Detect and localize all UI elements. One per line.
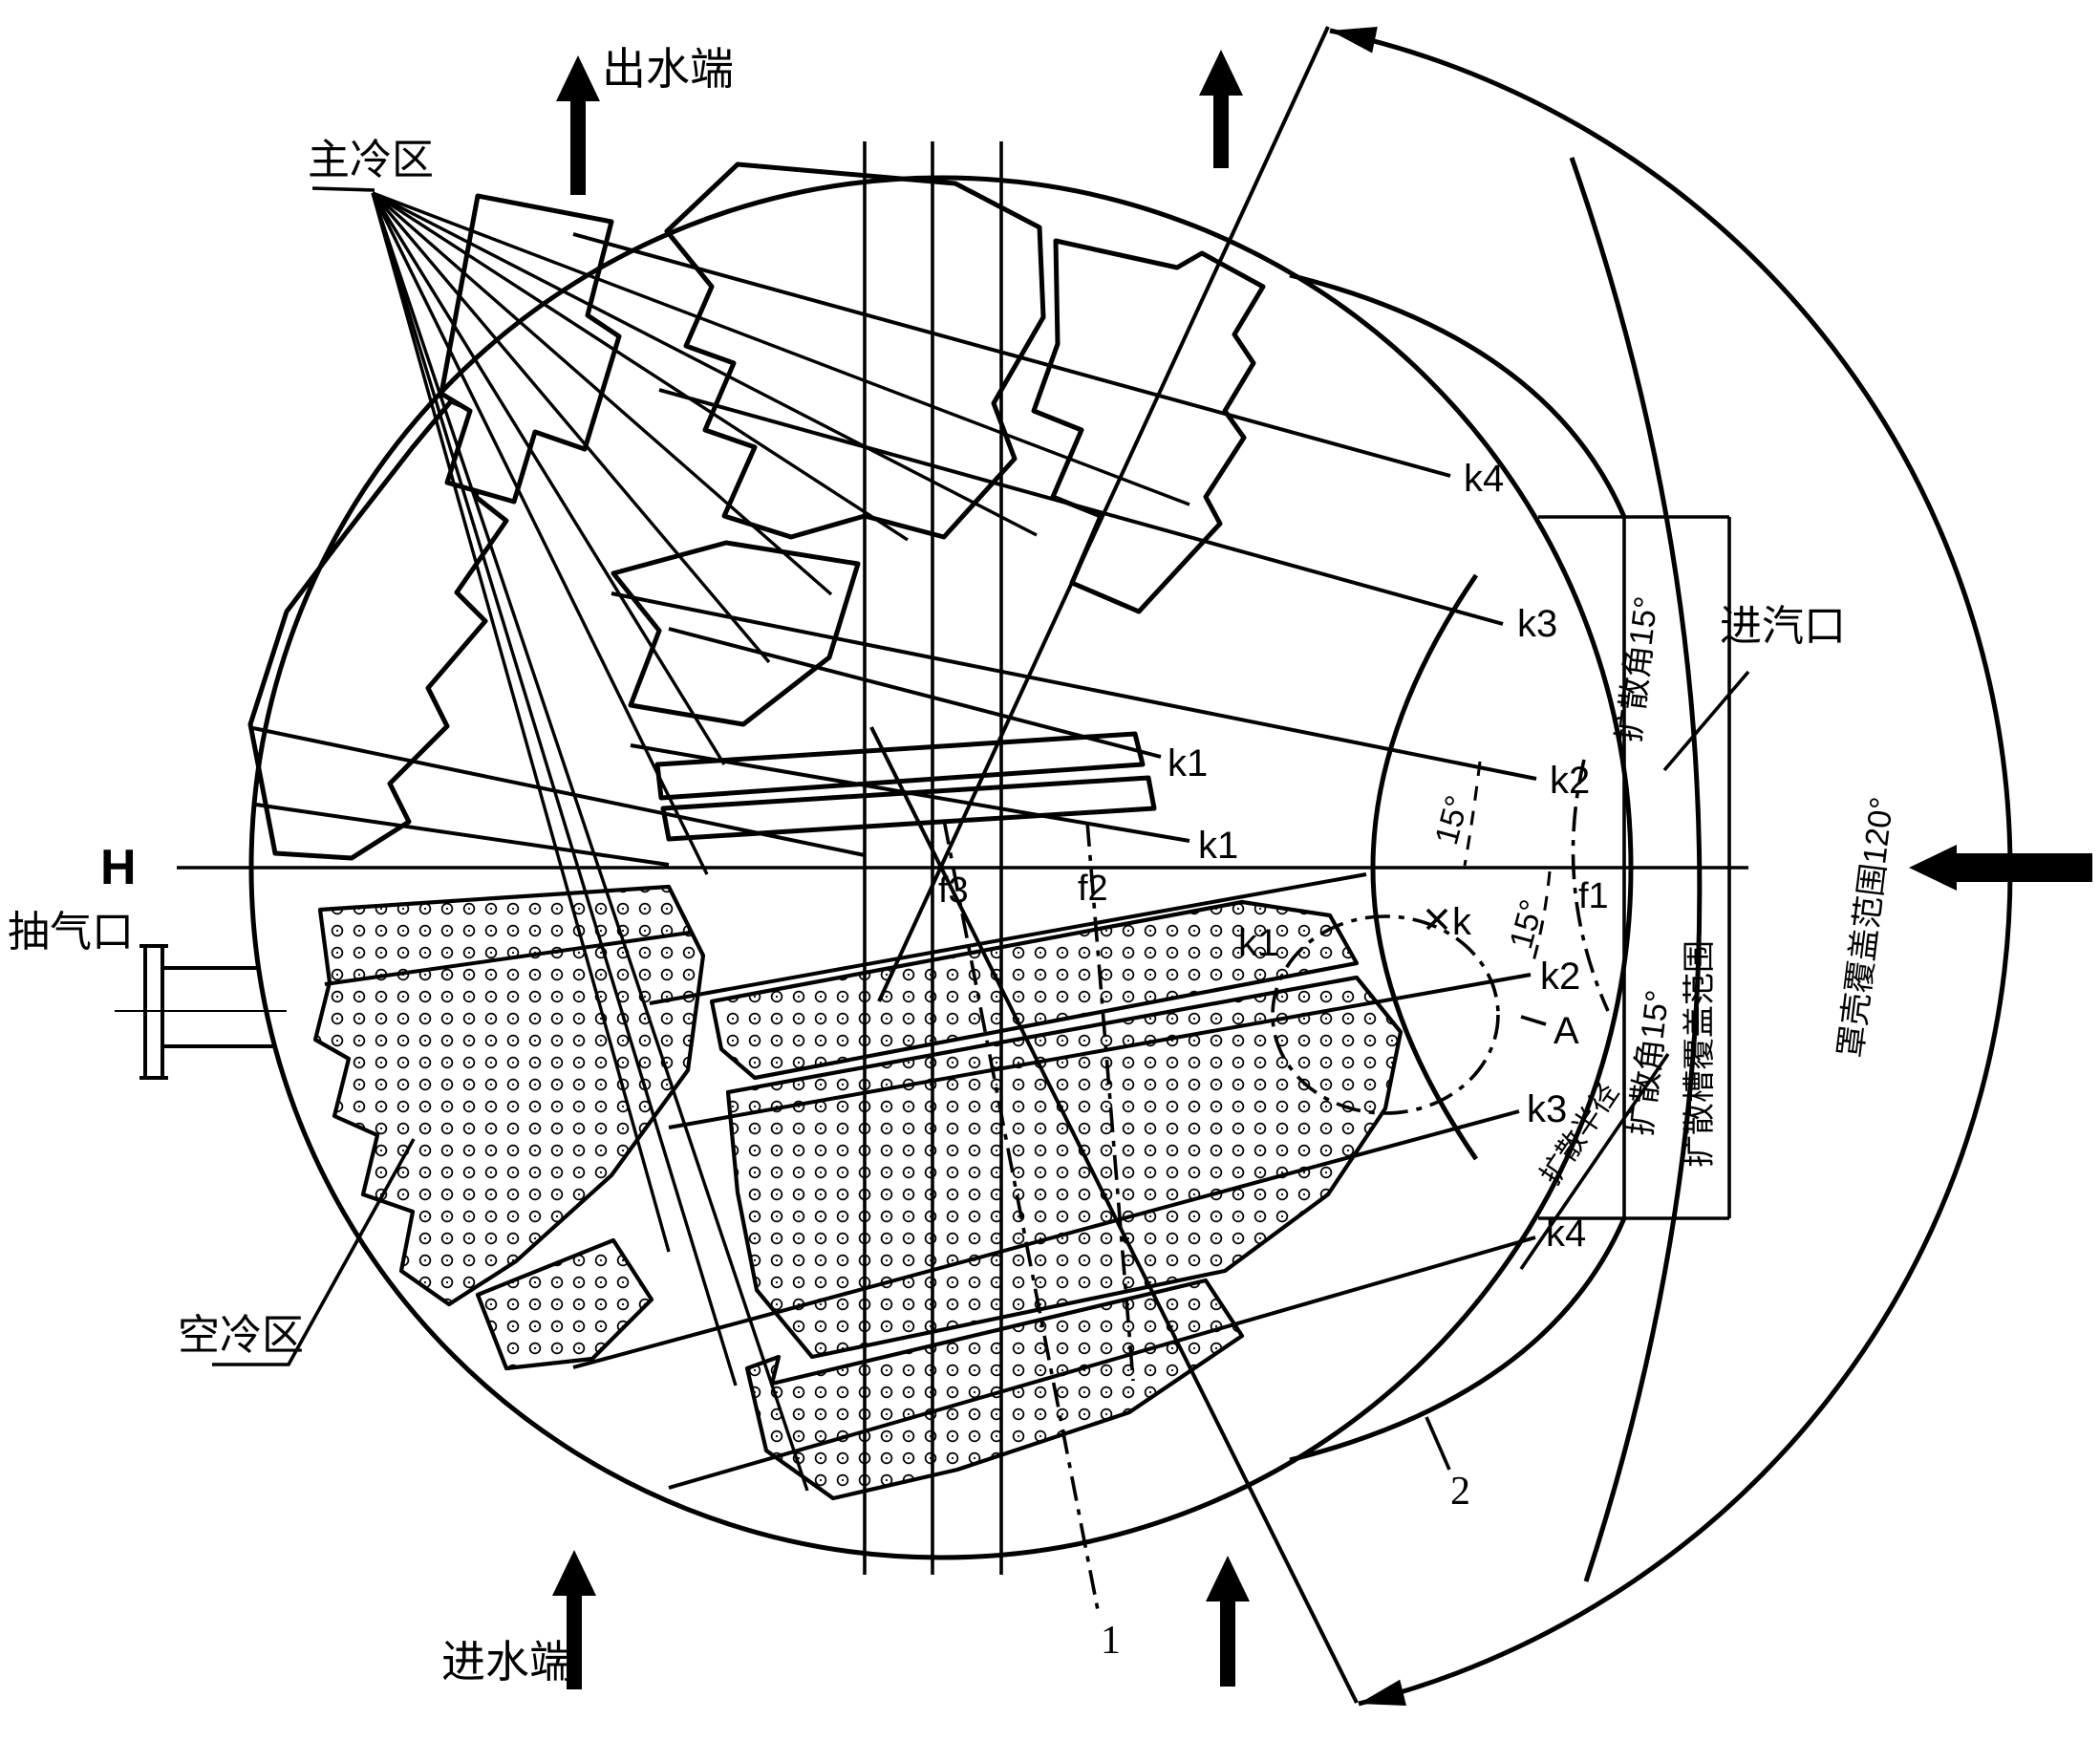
air-cooling-leader xyxy=(212,1138,416,1366)
air-cooling-label: 空冷区 xyxy=(178,1312,304,1359)
label-part-1: 1 xyxy=(1101,1619,1121,1663)
part2-leader xyxy=(1425,1416,1451,1471)
bundle-air-cooling xyxy=(312,884,706,1307)
label-k4-upper: k4 xyxy=(1464,458,1504,500)
label-k3-upper: k3 xyxy=(1517,603,1557,645)
lane-left-b xyxy=(255,803,670,867)
steam-inlet-structure xyxy=(869,26,2013,1707)
label-k1-b: k1 xyxy=(1198,825,1238,867)
lane-k2-lower xyxy=(668,973,1532,1129)
label-k-circle: k xyxy=(1452,901,1472,943)
f2-line xyxy=(1085,821,1135,1382)
bundle-lower-right-strip xyxy=(709,899,1360,1081)
diffusion-radius-line xyxy=(1519,1052,1670,1271)
arc-arrowhead-bottom xyxy=(1359,1679,1406,1706)
flow-arrow-left-steam xyxy=(1909,845,2092,891)
inlet-bottom-label: 进水端 xyxy=(441,1637,573,1687)
upper-main-cooling-bundles xyxy=(247,161,1266,861)
lane-k2-upper xyxy=(611,591,1537,781)
shell-coverage-label: 罩壳覆盖范围120° xyxy=(1832,795,1900,1060)
lane-left-a xyxy=(252,726,866,857)
extraction-port-label: 抽气口 xyxy=(8,909,134,956)
a-point-dash xyxy=(1520,1015,1547,1026)
steam-inlet-label: 进汽口 xyxy=(1720,603,1846,650)
flow-arrow-up-bottom-left xyxy=(552,1550,596,1689)
flow-arrow-up-top-left xyxy=(556,55,600,195)
label-a-point: A xyxy=(1554,1010,1579,1052)
diffusion-angle-upper: 扩散角15° xyxy=(1611,594,1664,744)
label-f2: f2 xyxy=(1078,869,1108,909)
upper-diffuser-wall xyxy=(1289,272,1627,518)
bundle-lower-left-small xyxy=(475,1237,654,1371)
flow-arrows xyxy=(552,50,2092,1689)
lane-k1-a xyxy=(668,627,1162,759)
steam-inlet-leader xyxy=(1662,670,1750,772)
lower-diffuser-wall xyxy=(1289,1217,1627,1463)
dim-15-lower: 15° xyxy=(1503,896,1551,954)
label-k2-upper: k2 xyxy=(1550,760,1590,802)
bundle-waist-arc xyxy=(1370,573,1479,1161)
lower-tubed-bundles xyxy=(312,884,1404,1501)
label-k1-a: k1 xyxy=(1168,742,1208,785)
diffusion-angle-lower: 扩散角15° xyxy=(1622,988,1676,1138)
main-cooling-underline xyxy=(311,186,375,192)
diffuser-slot-box xyxy=(1538,515,1731,1220)
label-f3: f3 xyxy=(938,870,969,911)
bundle-lower-right-bottom xyxy=(744,1278,1245,1501)
label-part-2: 2 xyxy=(1450,1470,1470,1514)
label-k1-c: k1 xyxy=(1238,922,1278,964)
main-cooling-label: 主冷区 xyxy=(308,137,434,183)
dim-arc-15-lower xyxy=(1530,870,1552,969)
f3-line xyxy=(942,819,1101,1616)
flow-arrow-up-bottom-right xyxy=(1206,1556,1250,1687)
label-k4-lower: k4 xyxy=(1546,1213,1586,1255)
main-cooling-fan-lines xyxy=(311,186,1190,1492)
lane-k4-lower xyxy=(668,1236,1536,1490)
label-f1: f1 xyxy=(1578,876,1609,916)
label-k2-lower: k2 xyxy=(1540,956,1580,998)
x-marker xyxy=(1425,908,1448,931)
lane-k4-upper xyxy=(572,232,1451,478)
outlet-top-label: 出水端 xyxy=(602,44,734,94)
label-k3-lower: k3 xyxy=(1527,1088,1567,1130)
bundle-upper-right-stair xyxy=(1031,238,1266,614)
sector-edge-lower xyxy=(869,726,1359,1704)
lane-k3-upper xyxy=(658,388,1504,626)
dim-arc-15-upper xyxy=(1463,761,1482,867)
bundle-upper-mid-small xyxy=(611,540,861,727)
arc-arrowhead-top xyxy=(1330,27,1378,54)
lane-k3-lower xyxy=(572,1109,1520,1369)
k-circulation-circle xyxy=(1271,914,1500,1115)
bundle-strip-b xyxy=(660,775,1157,842)
flow-arrow-up-top-right xyxy=(1199,50,1243,168)
outer-shroud-arc xyxy=(1569,157,1703,1582)
bundle-lower-right-main xyxy=(725,975,1404,1360)
h-axis-label: H xyxy=(100,840,137,895)
flange-pipe-lines xyxy=(164,966,276,1048)
lane-k1-c xyxy=(649,872,1367,1005)
lane-left-c xyxy=(324,931,691,986)
slot-coverage-label: 扩散槽覆盖范围 xyxy=(1682,940,1718,1168)
reference-dashdot-lines xyxy=(942,759,1610,1616)
bundle-upper-left-slab xyxy=(247,398,509,861)
callout-leaders xyxy=(212,1138,1451,1471)
extraction-port-flange xyxy=(115,944,287,1080)
bundle-strip-a xyxy=(654,731,1146,801)
